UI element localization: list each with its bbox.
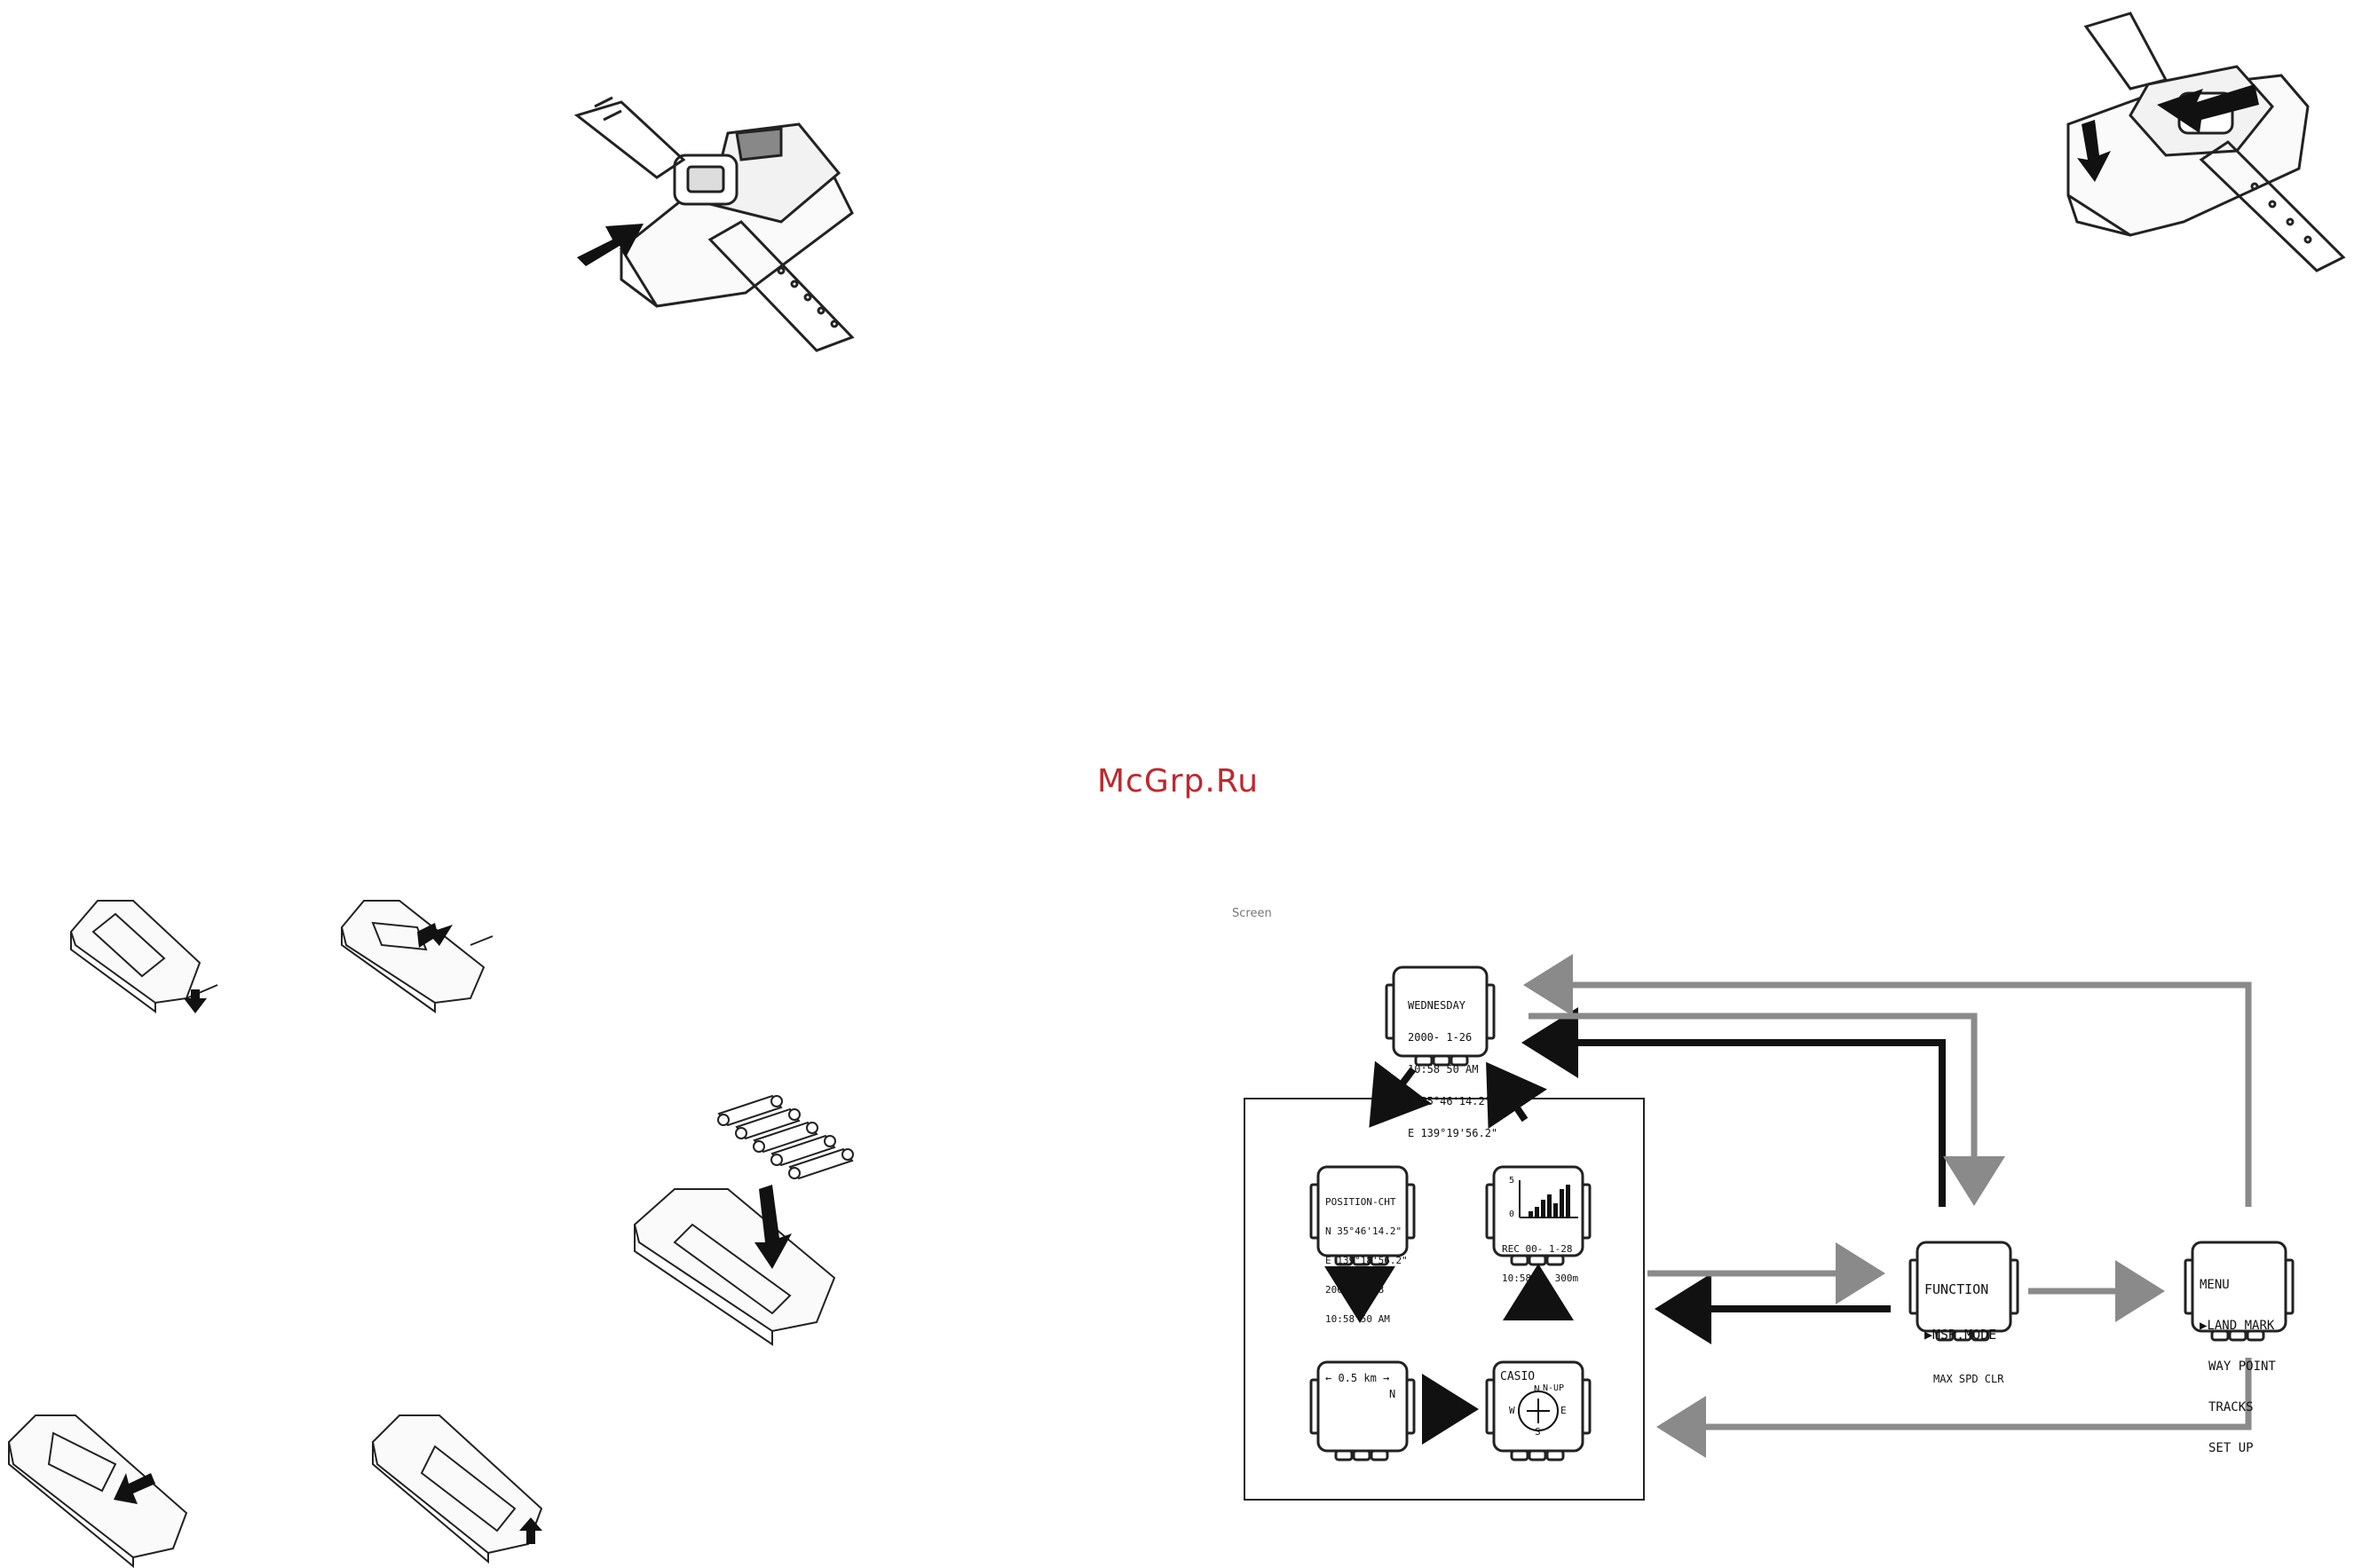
flow-arrows-gray	[1523, 954, 2252, 1458]
watermark-text: McGrp.Ru	[1097, 763, 1260, 800]
compass-w: W	[1509, 1405, 1515, 1416]
arrow-altitude-to-home	[1486, 1061, 1547, 1130]
altitude-value: 300m	[1554, 1273, 1579, 1284]
watch-screen-function	[1908, 1241, 2019, 1342]
altitude-axis-top: 5	[1509, 1176, 1515, 1186]
arrow-home-to-function	[1529, 1013, 2005, 1206]
compass-s: S	[1535, 1426, 1541, 1438]
watch-screen-menu	[2184, 1241, 2295, 1342]
menu-item-tracks[interactable]: TRACKS	[2208, 1400, 2254, 1415]
slide-close-arrow-icon	[114, 1473, 155, 1504]
watch-insert-illustration	[573, 96, 855, 352]
press-down-arrow-icon	[2077, 120, 2111, 182]
position-time-ampm: AM	[1378, 1313, 1390, 1325]
map-scale: ← 0.5 km →	[1325, 1372, 1390, 1384]
position-title: POSITION-CHT	[1325, 1196, 1396, 1208]
arrow-menu-to-home	[1523, 954, 2252, 1207]
menu-screen-text: MENU ▶LAND MARK WAY POINT TRACKS SET UP	[2200, 1251, 2276, 1470]
display-modes-frame	[1244, 1098, 1645, 1501]
insert-batteries-arrow-icon	[754, 1185, 792, 1269]
altitude-axis-bottom: 0	[1509, 1209, 1515, 1219]
function-item-max-spd-clr[interactable]: MAX SPD CLR	[1933, 1373, 2004, 1385]
watch-screen-position	[1309, 1165, 1416, 1266]
home-longitude: E 139°19'56.2"	[1408, 1127, 1498, 1139]
watch-screen-home	[1385, 965, 1496, 1067]
menu-item-way-point[interactable]: WAY POINT	[2208, 1359, 2276, 1375]
function-screen-text: FUNCTION ▶MSR.MODE MAX SPD CLR	[1924, 1251, 2003, 1401]
altitude-time-line: 10:58 300m	[1502, 1273, 1578, 1283]
altitude-record-date: REC 00- 1-28	[1502, 1243, 1573, 1255]
map-north: N	[1389, 1388, 1396, 1400]
slide-cover-arrow-icon	[417, 923, 453, 948]
home-time-ampm: AM	[1465, 1063, 1479, 1076]
arrow-home-to-position	[1369, 1060, 1432, 1128]
home-time-value: 10:58 50	[1408, 1063, 1459, 1076]
function-item-msr-mode[interactable]: ▶MSR.MODE	[1924, 1327, 1997, 1343]
arrow-menu-to-frame	[1656, 1358, 2252, 1458]
menu-title: MENU	[2200, 1277, 2230, 1292]
unit-cover-open-2	[340, 900, 494, 1013]
function-title: FUNCTION	[1924, 1280, 1989, 1297]
home-screen-text: WEDNESDAY 2000- 1-26 10:58 50 AM N 35°46…	[1408, 979, 1497, 1149]
slide-left-arrow-icon	[2157, 84, 2259, 133]
position-date: 2000- 1-28	[1325, 1284, 1385, 1296]
position-longitude: E 139°18'56.2"	[1325, 1255, 1408, 1266]
up-arrow-small-icon	[519, 1517, 542, 1544]
home-weekday: WEDNESDAY	[1408, 999, 1466, 1012]
menu-item-set-up[interactable]: SET UP	[2208, 1441, 2254, 1456]
unit-battery-compartment	[633, 1188, 836, 1346]
altitude-screen-text: REC 00- 1-28 10:58 300m	[1502, 1225, 1578, 1293]
insert-arrow-icon	[577, 224, 644, 266]
down-arrow-small-icon	[184, 989, 207, 1013]
arrow-function-to-home	[1521, 1007, 1946, 1207]
position-time-value: 10:58 50	[1325, 1313, 1372, 1325]
unit-cover-closed-1	[69, 900, 218, 1013]
altitude-time: 10:58	[1502, 1273, 1532, 1284]
flow-arrows-black	[1324, 1007, 1946, 1445]
home-date: 2000- 1-26	[1408, 1031, 1473, 1044]
compass-dial	[1518, 1391, 1559, 1431]
compass-n: N	[1534, 1383, 1540, 1395]
watch-screen-map	[1309, 1360, 1416, 1462]
position-screen-text: POSITION-CHT N 35°46'14.2" E 139°18'56.2…	[1325, 1178, 1408, 1334]
compass-mode: N-UP	[1543, 1383, 1565, 1393]
batteries-illustration	[717, 1094, 854, 1180]
menu-item-land-mark[interactable]: ▶LAND MARK	[2200, 1318, 2275, 1333]
unit-cover-lock-4	[371, 1414, 543, 1564]
compass-e: E	[1560, 1405, 1567, 1416]
altitude-bar-graph	[1519, 1180, 1578, 1218]
position-time: 10:58 50 AM	[1325, 1314, 1408, 1324]
compass-brand: CASIO	[1500, 1370, 1536, 1383]
position-latitude: N 35°46'14.2"	[1325, 1225, 1402, 1237]
unit-cover-close-3	[7, 1414, 188, 1568]
watch-remove-illustration	[2066, 12, 2346, 272]
home-latitude: N 35°46'14.2"	[1408, 1095, 1491, 1107]
screen-note: Screen	[1232, 907, 1272, 920]
map-scale-value: 0.5 km	[1338, 1372, 1377, 1384]
home-time: 10:58 50 AM	[1408, 1064, 1497, 1075]
